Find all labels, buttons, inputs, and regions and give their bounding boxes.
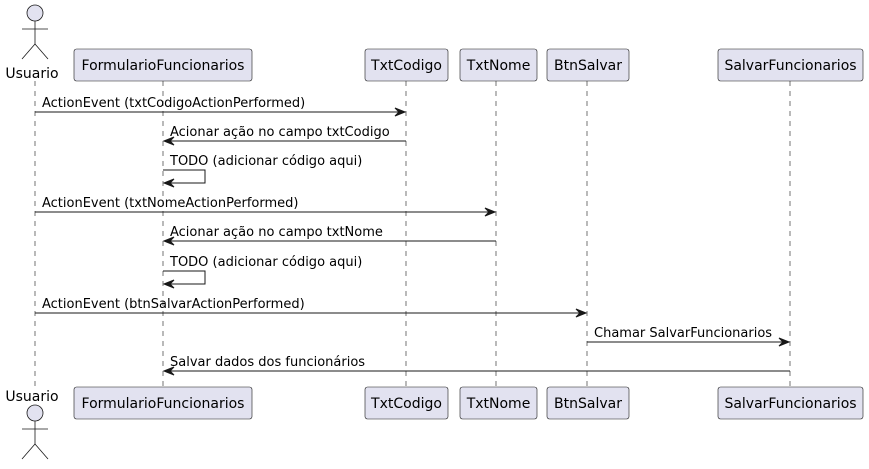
participant-box — [364, 386, 449, 420]
participant-label: SalvarFuncionarios — [724, 396, 856, 412]
message-label: Acionar ação no campo txtNome — [170, 225, 383, 240]
message-label: ActionEvent (txtNomeActionPerformed) — [42, 196, 298, 211]
message-9: Salvar dados dos funcionários — [162, 355, 790, 376]
message-4: ActionEvent (txtNomeActionPerformed) — [35, 196, 497, 217]
arrowhead-icon — [162, 236, 175, 246]
self-message-arrow — [163, 169, 206, 184]
actor-top-usuario: Usuario — [5, 4, 59, 82]
participant-box — [717, 48, 864, 82]
participant-top-btnsalvar: BtnSalvar — [546, 48, 630, 82]
participant-box — [546, 386, 630, 420]
actor-bottom-usuario: Usuario — [5, 389, 59, 460]
participant-top-txtcodigo: TxtCodigo — [364, 48, 449, 82]
arrowhead-icon — [575, 308, 588, 318]
participant-label: TxtNome — [466, 58, 531, 74]
participant-bottom-salvarfunc: SalvarFuncionarios — [717, 386, 864, 420]
participant-box — [546, 48, 630, 82]
participant-label: BtnSalvar — [554, 58, 622, 74]
arrowhead-icon — [162, 279, 175, 289]
actor-leg-right — [34, 43, 49, 60]
participant-top-salvarfunc: SalvarFuncionarios — [717, 48, 864, 82]
message-5: Acionar ação no campo txtNome — [162, 225, 496, 246]
arrowhead-icon — [162, 136, 175, 146]
participant-box — [459, 386, 538, 420]
message-label: ActionEvent (txtCodigoActionPerformed) — [42, 96, 305, 111]
participant-bottom-txtcodigo: TxtCodigo — [364, 386, 449, 420]
participant-bottom-btnsalvar: BtnSalvar — [546, 386, 630, 420]
participant-box — [459, 48, 538, 82]
message-6: TODO (adicionar código aqui) — [162, 255, 362, 289]
participant-label: Usuario — [5, 389, 58, 405]
message-label: TODO (adicionar código aqui) — [169, 255, 362, 270]
message-label: TODO (adicionar código aqui) — [169, 154, 362, 169]
participant-bottom-txtnome: TxtNome — [459, 386, 538, 420]
arrowhead-icon — [162, 178, 175, 188]
messages: ActionEvent (txtCodigoActionPerformed) Ac… — [35, 96, 791, 376]
participant-label: TxtNome — [466, 396, 531, 412]
actor-leg-left — [21, 443, 36, 460]
participants-bottom: Usuario FormularioFuncionarios TxtCodigo Tx… — [5, 386, 864, 460]
message-1: ActionEvent (txtCodigoActionPerformed) — [35, 96, 407, 117]
arrowhead-icon — [394, 107, 407, 117]
participant-label: Usuario — [5, 66, 58, 82]
actor-leg-left — [21, 43, 36, 60]
self-message-arrow — [163, 270, 206, 285]
actor-head-icon — [26, 4, 44, 22]
participant-label: TxtCodigo — [370, 396, 442, 412]
participant-label: FormularioFuncionarios — [82, 396, 245, 412]
participant-top-formulario: FormularioFuncionarios — [73, 48, 253, 82]
participant-label: SalvarFuncionarios — [724, 58, 856, 74]
arrowhead-icon — [778, 337, 791, 347]
participant-top-txtnome: TxtNome — [459, 48, 538, 82]
arrowhead-icon — [162, 366, 175, 376]
message-7: ActionEvent (btnSalvarActionPerformed) — [35, 297, 588, 318]
participant-bottom-formulario: FormularioFuncionarios — [73, 386, 253, 420]
arrowhead-icon — [484, 207, 497, 217]
message-label: Salvar dados dos funcionários — [170, 355, 365, 370]
message-8: Chamar SalvarFuncionarios — [587, 326, 791, 347]
participant-box — [73, 48, 253, 82]
participant-box — [717, 386, 864, 420]
actor-leg-right — [34, 443, 49, 460]
message-label: Acionar ação no campo txtCodigo — [170, 125, 390, 140]
actor-head-icon — [26, 404, 44, 422]
participant-label: BtnSalvar — [554, 396, 622, 412]
message-label: ActionEvent (btnSalvarActionPerformed) — [42, 297, 305, 312]
participants-top: Usuario FormularioFuncionarios TxtCodigo Tx… — [5, 4, 864, 82]
participant-box — [364, 48, 449, 82]
message-3: TODO (adicionar código aqui) — [162, 154, 362, 188]
participant-label: TxtCodigo — [370, 58, 442, 74]
message-2: Acionar ação no campo txtCodigo — [162, 125, 406, 146]
participant-box — [73, 386, 253, 420]
participant-label: FormularioFuncionarios — [82, 58, 245, 74]
message-label: Chamar SalvarFuncionarios — [594, 326, 772, 341]
lifelines — [34, 81, 791, 387]
